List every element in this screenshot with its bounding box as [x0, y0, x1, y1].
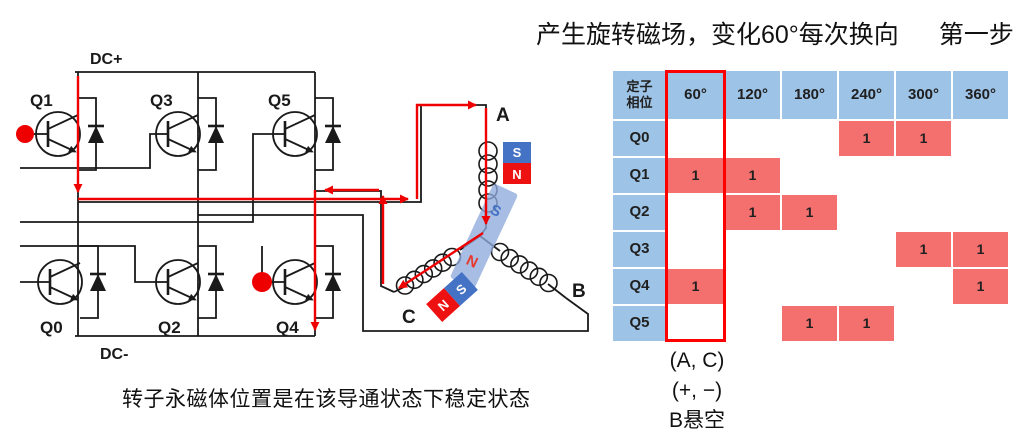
stator-magnet-a: S N — [503, 142, 531, 184]
table-cell-Q2-240° — [839, 195, 894, 230]
table-cell-Q2-120°: 1 — [725, 195, 780, 230]
table-cell-Q1-360° — [953, 158, 1008, 193]
table-cell-Q4-60°: 1 — [668, 269, 723, 304]
table-cell-Q2-360° — [953, 195, 1008, 230]
table-row-label-Q1: Q1 — [613, 158, 666, 193]
q4-active-dot — [252, 272, 272, 292]
table-header-240°: 240° — [839, 71, 894, 119]
table-row-label-Q3: Q3 — [613, 232, 666, 267]
annotation-polarity: (+, −) — [671, 379, 723, 402]
state-annotation: (A, C) (+, −) B悬空 — [636, 346, 758, 436]
page-title: 产生旋转磁场，变化60°每次换向 第一步 — [536, 15, 1014, 51]
transistor-q0 — [38, 246, 106, 318]
table-cell-Q1-300° — [896, 158, 951, 193]
title-step: 第一步 — [938, 21, 1014, 49]
label-dc-minus: DC- — [100, 346, 128, 363]
annotation-floating: B悬空 — [668, 409, 725, 432]
label-phase-b: B — [572, 281, 586, 302]
table-cell-Q5-300° — [896, 306, 951, 341]
table-cell-Q3-180° — [782, 232, 837, 267]
table-cell-Q0-120° — [725, 121, 780, 156]
table-cell-Q5-360° — [953, 306, 1008, 341]
title-main: 产生旋转磁场，变化60°每次换向 — [536, 21, 899, 49]
table-cell-Q1-240° — [839, 158, 894, 193]
table-cell-Q1-60°: 1 — [668, 158, 723, 193]
table-cell-Q4-360°: 1 — [953, 269, 1008, 304]
table-cell-Q2-300° — [896, 195, 951, 230]
table-cell-Q5-240°: 1 — [839, 306, 894, 341]
transistor-q2 — [156, 246, 224, 318]
table-cell-Q4-240° — [839, 269, 894, 304]
rotor-magnet: S N — [450, 184, 518, 288]
phase-c-coil — [395, 247, 462, 295]
table-cell-Q1-180° — [782, 158, 837, 193]
table-cell-Q3-240° — [839, 232, 894, 267]
table-cell-Q2-180°: 1 — [782, 195, 837, 230]
label-q2: Q2 — [158, 318, 181, 337]
label-phase-a: A — [496, 105, 510, 126]
table-cell-Q4-300° — [896, 269, 951, 304]
table-row-label-Q5: Q5 — [613, 306, 666, 341]
label-dc-plus: DC+ — [90, 51, 122, 68]
table-cell-Q3-120° — [725, 232, 780, 267]
table-cell-Q2-60° — [668, 195, 723, 230]
current-path — [73, 76, 491, 331]
table-row-label-Q0: Q0 — [613, 121, 666, 156]
magnet-a-s-label: S — [513, 145, 522, 160]
inverter-motor-diagram: Q1 Q3 Q5 Q0 Q2 Q4 DC+ DC- S N S N N S A … — [16, 51, 589, 363]
label-q0: Q0 — [40, 318, 63, 337]
circuit-caption: 转子永磁体位置是在该导通状态下稳定状态 — [122, 388, 531, 411]
table-cell-Q4-180° — [782, 269, 837, 304]
table-cell-Q3-300°: 1 — [896, 232, 951, 267]
label-q4: Q4 — [276, 318, 299, 337]
table-cell-Q0-180° — [782, 121, 837, 156]
table-header-360°: 360° — [953, 71, 1008, 119]
transistor-q4 — [273, 246, 341, 318]
table-row-label-Q4: Q4 — [613, 269, 666, 304]
label-q5: Q5 — [268, 91, 291, 110]
phase-b-coil — [490, 242, 558, 293]
table-cell-Q3-360°: 1 — [953, 232, 1008, 267]
annotation-phases: (A, C) — [669, 349, 725, 372]
label-phase-c: C — [402, 307, 416, 328]
table-row-label-Q2: Q2 — [613, 195, 666, 230]
label-q1: Q1 — [30, 91, 53, 110]
table-cell-Q0-60° — [668, 121, 723, 156]
table-cell-Q5-180°: 1 — [782, 306, 837, 341]
table-header-120°: 120° — [725, 71, 780, 119]
table-cell-Q0-300°: 1 — [896, 121, 951, 156]
table-cell-Q0-360° — [953, 121, 1008, 156]
table-cell-Q1-120°: 1 — [725, 158, 780, 193]
table-cell-Q0-240°: 1 — [839, 121, 894, 156]
table-header-300°: 300° — [896, 71, 951, 119]
table-cell-Q5-60° — [668, 306, 723, 341]
table-cell-Q3-60° — [668, 232, 723, 267]
magnet-a-n-label: N — [512, 167, 521, 182]
table-header-60°: 60° — [668, 71, 723, 119]
table-header-stator-phase: 定子 相位 — [613, 71, 666, 119]
table-cell-Q4-120° — [725, 269, 780, 304]
table-cell-Q5-120° — [725, 306, 780, 341]
label-q3: Q3 — [150, 91, 173, 110]
table-header-180°: 180° — [782, 71, 837, 119]
stator-magnet-c: N S — [426, 272, 478, 322]
q1-active-dot — [16, 125, 34, 143]
